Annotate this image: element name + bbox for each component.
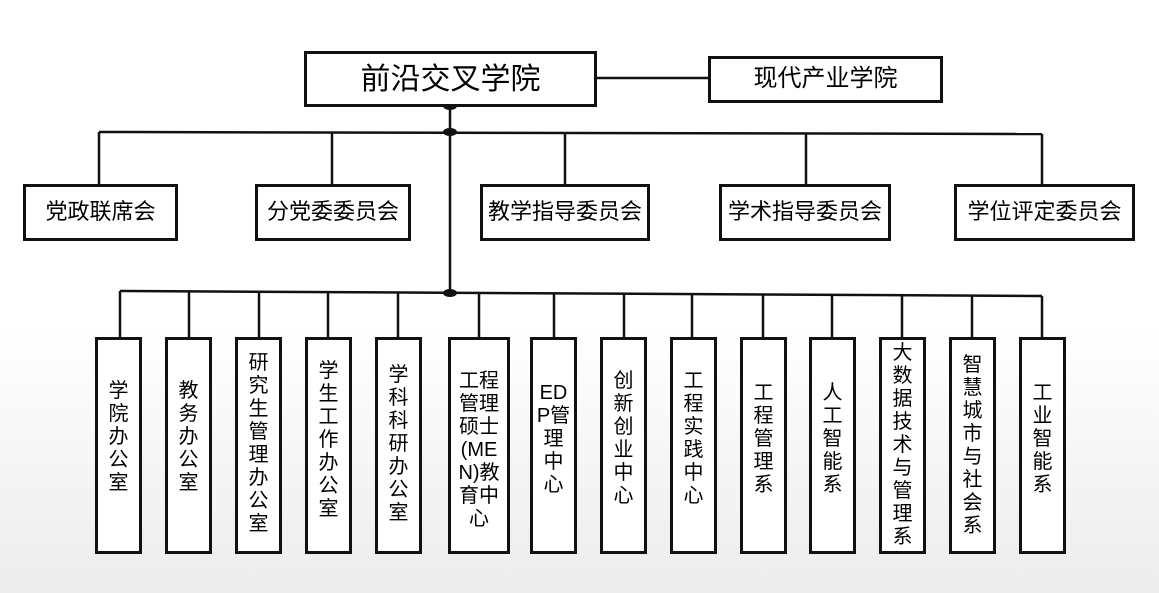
unit-label: 学生工作办公室 [318, 360, 339, 520]
unit-box: 人工智能系 [809, 337, 856, 554]
partner-college-box: 现代产业学院 [708, 56, 943, 103]
unit-box: 学科科研办公室 [375, 337, 422, 554]
main-college-label: 前沿交叉学院 [360, 62, 541, 96]
committee-label: 分党委委员会 [266, 199, 399, 225]
committee-box: 学术指导委员会 [719, 184, 891, 241]
committee-label: 学位评定委员会 [967, 199, 1122, 225]
committee-label: 教学指导委员会 [487, 199, 642, 225]
unit-label: EDP管理中心 [536, 382, 571, 496]
unit-box: 学院办公室 [95, 337, 142, 554]
committee-box: 教学指导委员会 [480, 184, 650, 241]
unit-box: EDP管理中心 [530, 337, 577, 554]
unit-label: 大数据技术与管理系 [892, 342, 913, 548]
unit-box: 工程管理系 [740, 337, 787, 554]
unit-box: 工程实践中心 [670, 337, 717, 554]
unit-label: 学科科研办公室 [388, 364, 409, 524]
committee-label: 学术指导委员会 [727, 199, 882, 225]
unit-label: 工业智能系 [1032, 382, 1053, 496]
unit-box: 创新创业中心 [600, 337, 647, 554]
unit-label: 人工智能系 [822, 382, 843, 496]
unit-label: 学院办公室 [108, 380, 129, 494]
unit-box: 大数据技术与管理系 [879, 337, 926, 554]
unit-label: 教务办公室 [178, 380, 199, 494]
unit-label: 创新创业中心 [613, 370, 634, 507]
unit-label: 研究生管理办公室 [248, 352, 269, 535]
unit-box: 工业智能系 [1019, 337, 1066, 554]
committee-box: 党政联席会 [23, 184, 178, 241]
committee-box: 学位评定委员会 [954, 184, 1135, 241]
unit-box: 研究生管理办公室 [235, 337, 282, 554]
committee-label: 党政联席会 [45, 199, 156, 225]
unit-box: 学生工作办公室 [305, 337, 352, 554]
unit-box: 智慧城市与社会系 [949, 337, 996, 554]
unit-box: 工程管理硕士(MEN)教育中心 [448, 337, 510, 554]
main-college-box: 前沿交叉学院 [304, 51, 597, 107]
unit-label: 工程管理硕士(MEN)教育中心 [458, 370, 500, 530]
unit-label: 工程实践中心 [683, 370, 704, 507]
partner-college-label: 现代产业学院 [753, 65, 898, 93]
unit-label: 工程管理系 [753, 382, 774, 496]
unit-box: 教务办公室 [165, 337, 212, 554]
committee-box: 分党委委员会 [255, 184, 411, 241]
unit-label: 智慧城市与社会系 [962, 354, 983, 537]
